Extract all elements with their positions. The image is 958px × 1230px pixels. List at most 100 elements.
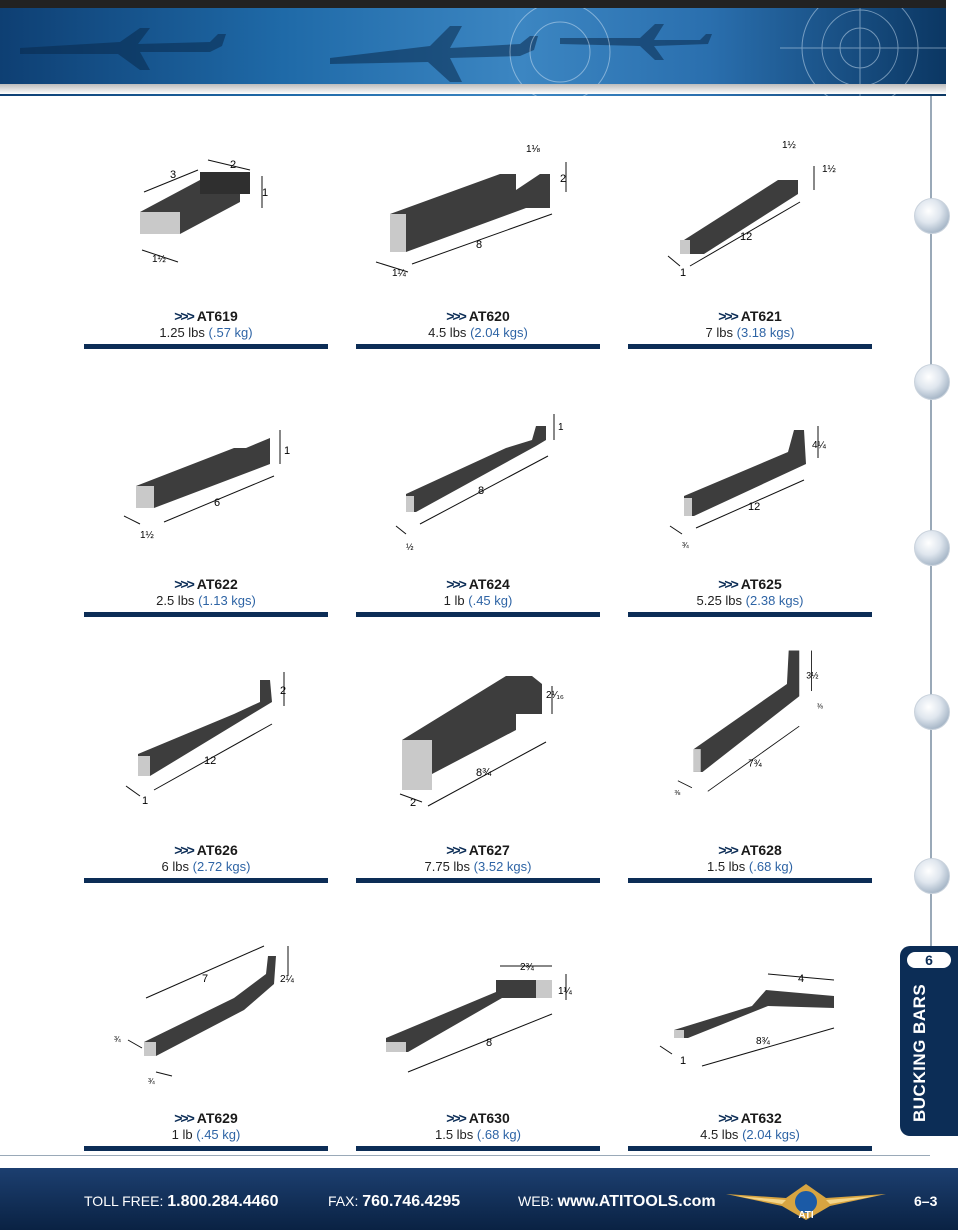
header-banner xyxy=(0,8,946,96)
product-code: >>>AT622 xyxy=(174,576,238,592)
dim-label: 1 xyxy=(558,422,564,433)
dim-label: 2¹⁄₁₆ xyxy=(546,690,564,701)
product-code: >>>AT621 xyxy=(718,308,782,324)
dim-label: 1 xyxy=(142,795,148,807)
toll-free: TOLL FREE: 1.800.284.4460 xyxy=(84,1193,279,1210)
product-card-at630: 8 2¾ 1¼ >>>AT630 1.5 lbs (.68 kg) xyxy=(356,934,600,1164)
product-rule xyxy=(84,612,328,617)
dim-label: 2 xyxy=(560,173,566,185)
dim-label: 8¾ xyxy=(756,1036,771,1047)
dim-label: 2 xyxy=(230,159,236,171)
dim-label: 2 xyxy=(280,685,286,697)
dim-label: 3½ xyxy=(806,671,819,681)
product-drawing: 8¾ 2¹⁄₁₆ 2 xyxy=(399,676,564,809)
product-rule xyxy=(628,878,872,883)
product-weight: 1.25 lbs (.57 kg) xyxy=(159,325,253,340)
dim-label: 6 xyxy=(214,497,220,509)
product-drawing: 6 1 1½ xyxy=(123,430,290,541)
dim-label: ¾ xyxy=(682,541,689,550)
dim-label: 1½ xyxy=(152,254,167,265)
product-rule xyxy=(356,612,600,617)
dim-label: 8 xyxy=(476,239,482,251)
dim-label: 1½ xyxy=(782,140,797,151)
product-code: >>>AT628 xyxy=(718,842,782,858)
sidebar-rule xyxy=(930,96,932,956)
product-code: >>>AT626 xyxy=(174,842,238,858)
dim-label: 8¾ xyxy=(476,767,492,779)
product-weight: 5.25 lbs (2.38 kgs) xyxy=(696,593,804,608)
product-rule xyxy=(84,344,328,349)
website[interactable]: WEB: www.ATITOOLS.com xyxy=(518,1193,716,1210)
product-drawing: 8 2¾ 1¼ xyxy=(386,962,573,1073)
product-weight: 4.5 lbs (2.04 kgs) xyxy=(700,1127,800,1142)
dim-label: 4 xyxy=(798,973,804,985)
product-rule xyxy=(356,1146,600,1151)
product-rule xyxy=(628,1146,872,1151)
product-code: >>>AT625 xyxy=(718,576,782,592)
product-code: >>>AT630 xyxy=(446,1110,510,1126)
footer-divider xyxy=(0,1155,930,1169)
product-rule xyxy=(84,878,328,883)
product-card-at632: 4 8¾ 1 >>>AT632 4.5 lbs (2.04 kgs) xyxy=(628,934,872,1164)
dim-label: 12 xyxy=(748,501,760,513)
product-drawing: 1⅛ 2 8 1¼ xyxy=(375,144,567,279)
product-drawing: 7¾ 3½ ⅜ ⅜ xyxy=(674,650,823,797)
dim-label: 7 xyxy=(202,973,208,985)
product-card-at619: 3 2 1 1½ >>>AT619 1.25 lbs (.57 kg) xyxy=(84,132,328,362)
dim-label: 2¾ xyxy=(520,962,535,973)
dim-label: 1 xyxy=(680,267,686,279)
logo-text: ATI xyxy=(798,1210,814,1221)
section-number: 6 xyxy=(907,952,951,968)
dim-label: 1¼ xyxy=(558,985,573,997)
section-label: BUCKING BARS xyxy=(910,983,929,1122)
dim-label: 12 xyxy=(204,755,216,767)
dim-label: ⅜ xyxy=(817,704,823,711)
dim-label: 3 xyxy=(170,169,176,181)
product-drawing: 4 8¾ 1 xyxy=(659,973,835,1067)
product-code: >>>AT619 xyxy=(174,308,238,324)
banner-aircraft-illustration xyxy=(20,8,946,96)
product-card-at620: 1⅛ 2 8 1¼ >>>AT620 4.5 lbs (2.04 kgs) xyxy=(356,132,600,362)
product-code: >>>AT620 xyxy=(446,308,510,324)
ati-wings-logo: ATI xyxy=(726,1184,886,1221)
page-number: 6–3 xyxy=(914,1193,938,1209)
section-tab[interactable] xyxy=(900,946,958,1136)
product-drawing: 8 1 ½ xyxy=(395,414,564,552)
product-code: >>>AT629 xyxy=(174,1110,238,1126)
product-rule xyxy=(628,344,872,349)
product-code: >>>AT627 xyxy=(446,842,510,858)
product-card-at627: 8¾ 2¹⁄₁₆ 2 >>>AT627 7.75 lbs (3.52 kgs) xyxy=(356,666,600,896)
product-weight: 1.5 lbs (.68 kg) xyxy=(706,859,793,874)
product-rule xyxy=(356,878,600,883)
product-weight: 7 lbs (3.18 kgs) xyxy=(705,325,795,340)
globe-icon xyxy=(914,530,950,566)
product-card-at622: 6 1 1½ >>>AT622 2.5 lbs (1.13 kgs) xyxy=(84,400,328,630)
dim-label: 1 xyxy=(284,445,290,457)
product-drawing: 12 2 1 xyxy=(125,672,286,807)
dim-label: 1 xyxy=(262,187,268,199)
product-weight: 2.5 lbs (1.13 kgs) xyxy=(156,593,256,608)
dim-label: 1¼ xyxy=(392,267,407,279)
product-card-at625: 12 4¼ ¾ >>>AT625 5.25 lbs (2.38 kgs) xyxy=(628,400,872,630)
product-weight: 6 lbs (2.72 kgs) xyxy=(161,859,251,874)
product-code: >>>AT624 xyxy=(446,576,510,592)
globe-icon xyxy=(914,858,950,894)
product-weight: 1 lb (.45 kg) xyxy=(171,1127,241,1142)
dim-label: ¾ xyxy=(148,1077,155,1086)
dim-label: 12 xyxy=(740,231,752,243)
dim-label: 8 xyxy=(478,485,484,497)
dim-label: 1 xyxy=(680,1055,686,1067)
product-drawing: 1½ 1½ 12 1 xyxy=(667,140,837,279)
dim-label: 7¾ xyxy=(748,759,762,770)
product-card-at628: 7¾ 3½ ⅜ ⅜ >>>AT628 1.5 lbs (.68 kg) xyxy=(628,640,872,883)
dim-label: 8 xyxy=(486,1037,492,1049)
product-card-at629: 7 2¼ ¾ ¾ >>>AT629 1 lb (.45 kg) xyxy=(84,934,328,1164)
product-rule xyxy=(628,612,872,617)
product-card-at621: 1½ 1½ 12 1 >>>AT621 7 lbs (3.18 kgs) xyxy=(628,132,872,362)
product-rule xyxy=(356,344,600,349)
product-weight: 4.5 lbs (2.04 kgs) xyxy=(428,325,528,340)
dim-label: 2¼ xyxy=(280,973,295,985)
dim-label: 1½ xyxy=(822,164,837,175)
dim-label: ½ xyxy=(406,542,414,552)
dim-label: 4¼ xyxy=(812,439,827,451)
